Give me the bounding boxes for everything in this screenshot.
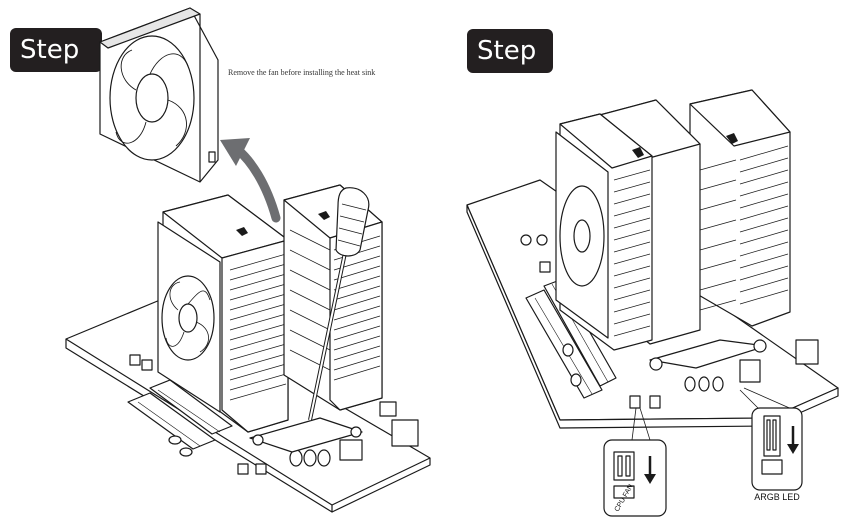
mounting-bracket [249, 417, 363, 453]
down-arrow-icon [644, 456, 656, 484]
step-5-note: Remove the fan before installing the hea… [228, 68, 376, 77]
step-5-illustration [65, 7, 431, 513]
callout-leaders [631, 387, 795, 441]
down-arrow-icon [787, 426, 799, 454]
curved-arrow-icon [220, 138, 281, 223]
dual-tower-heatsink [555, 89, 791, 351]
screwdriver-icon [308, 187, 370, 421]
argb-led-callout: ARGB LED [751, 407, 803, 502]
components [129, 349, 419, 475]
connector-icon [761, 415, 783, 475]
cpu-fan-callout: CPU FAN [603, 439, 667, 517]
components-6 [520, 234, 819, 409]
fan-icon [99, 7, 219, 183]
step-5-badge: Step 5 [10, 28, 102, 109]
ram-slots [127, 379, 233, 450]
step-6-badge: Step 6 [467, 29, 553, 110]
left-tower [157, 194, 289, 433]
step-6-illustration: CPU FAN ARGB LED [466, 89, 839, 517]
connector-icon [613, 451, 635, 499]
right-tower [283, 184, 383, 411]
argb-led-label: ARGB LED [754, 492, 800, 502]
mounting-bracket-6 [649, 339, 767, 371]
